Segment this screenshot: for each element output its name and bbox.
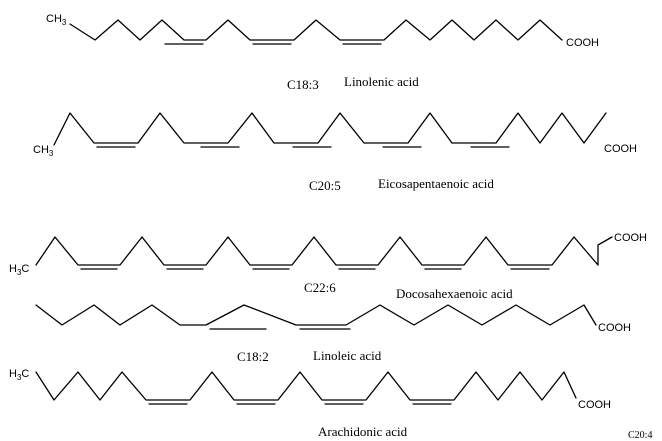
dha-h3c-label: H3C — [9, 263, 29, 277]
dha-name: Docosahexaenoic acid — [396, 286, 513, 301]
molecule-linolenic: CH3 COOH C18:3 Linolenic acid — [46, 13, 599, 92]
arachidonic-formula: C20:4 — [628, 430, 652, 441]
molecule-dha: H3C COOH C22:6 Docosahexaenoic acid — [9, 232, 647, 301]
linoleic-cooh-label: COOH — [598, 322, 631, 334]
arachidonic-cooh-label: COOH — [578, 399, 611, 411]
epa-name: Eicosapentaenoic acid — [378, 176, 494, 191]
epa-chain — [53, 112, 607, 146]
linoleic-formula: C18:2 — [237, 349, 269, 364]
linolenic-ch3-label: CH3 — [46, 13, 67, 27]
epa-ch3-label: CH3 — [33, 144, 54, 158]
arachidonic-chain — [35, 371, 577, 401]
linolenic-cooh-label: COOH — [566, 37, 599, 49]
molecule-arachidonic: H3C COOH Arachidonic acid C20:4 — [9, 368, 652, 441]
epa-cooh-label: COOH — [604, 143, 637, 155]
linolenic-name: Linolenic acid — [344, 74, 419, 89]
linoleic-name: Linoleic acid — [313, 348, 382, 363]
arachidonic-h3c-label: H3C — [9, 368, 29, 382]
epa-formula: C20:5 — [309, 178, 341, 193]
linolenic-chain — [69, 19, 563, 41]
dha-chain — [35, 236, 613, 266]
arachidonic-name: Arachidonic acid — [318, 424, 408, 439]
molecule-linoleic: COOH C18:2 Linoleic acid — [35, 304, 631, 364]
linoleic-chain — [35, 304, 597, 326]
dha-formula: C22:6 — [304, 280, 336, 295]
dha-cooh-label: COOH — [614, 232, 647, 244]
molecule-epa: CH3 COOH C20:5 Eicosapentaenoic acid — [33, 112, 637, 193]
linolenic-formula: C18:3 — [287, 77, 319, 92]
